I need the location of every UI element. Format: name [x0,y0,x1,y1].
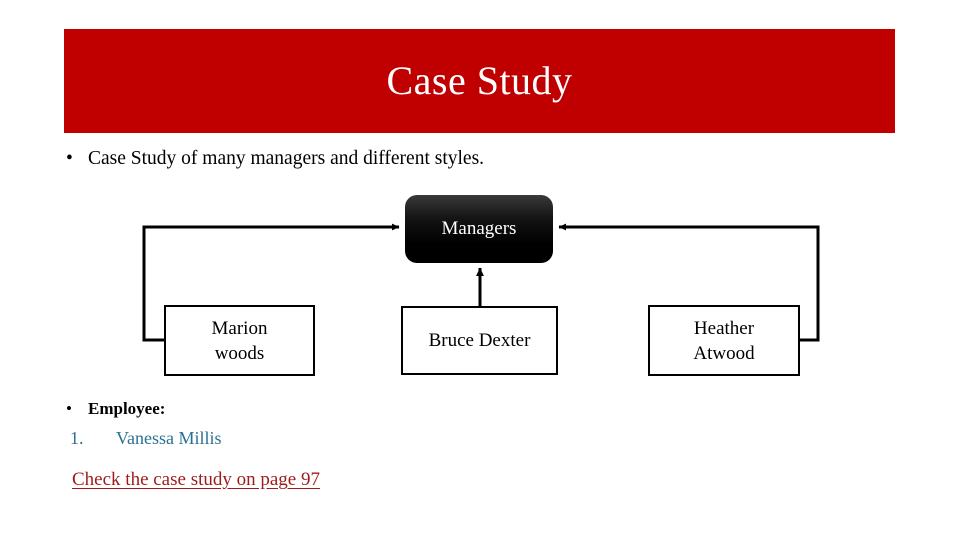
diagram-node-managers[interactable]: Managers [405,195,553,263]
title-banner: Case Study [64,29,895,133]
diagram-node-bruce-dexter[interactable]: Bruce Dexter [401,306,558,375]
employee-list-item: 1. Vanessa Millis [70,427,222,450]
employee-heading: • Employee: [66,398,165,420]
bullet-glyph-icon: • [66,148,73,169]
diagram-node-marion-woods[interactable]: Marion woods [164,305,315,376]
list-item-name: Vanessa Millis [116,428,222,448]
label-line-1: Marion [211,317,268,339]
label-line-2: woods [214,342,265,364]
diagram-node-marion-woods-label: Marion woods [212,316,268,366]
label-line-2: Atwood [693,342,755,364]
intro-bullet-line: • Case Study of many managers and differe… [66,146,866,172]
list-item-number: 1. [70,428,84,448]
case-study-link[interactable]: Check the case study on page 97 [72,469,320,490]
employee-heading-text: Employee: [88,399,166,418]
intro-bullet-text: Case Study of many managers and differen… [88,148,485,169]
bullet-glyph-icon: • [66,399,72,418]
diagram-node-managers-label: Managers [441,218,517,239]
label-line-1: Heather [693,317,755,339]
diagram-node-bruce-dexter-label: Bruce Dexter [428,330,531,351]
page-title: Case Study [386,58,573,103]
